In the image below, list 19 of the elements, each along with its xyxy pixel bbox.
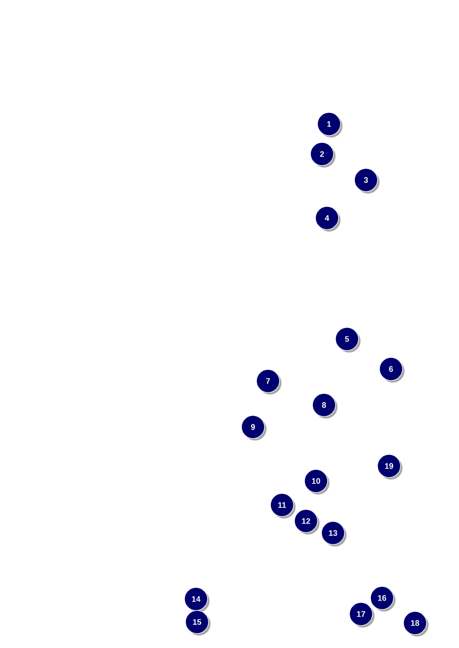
callout-number: 14 [184,587,210,612]
callout-number: 8 [312,393,338,418]
callout-number: 17 [349,602,374,628]
callout-number: 5 [335,327,360,352]
callout-number: 10 [304,469,330,494]
callout-number: 11 [270,493,296,518]
callout-number: 13 [321,521,346,546]
callout-number: 4 [315,206,340,232]
callout-number: 16 [370,586,396,612]
callout-number: 15 [185,610,210,636]
callout-number: 3 [354,168,380,194]
callout-number: 18 [403,611,428,636]
callout-number: 9 [241,415,266,440]
callout-number: 7 [256,369,282,394]
callout-number: 6 [379,357,404,382]
callout-number: 1 [317,112,342,138]
callout-number: 19 [377,454,402,480]
callout-number: 2 [310,142,336,168]
callout-number: 12 [294,509,320,534]
